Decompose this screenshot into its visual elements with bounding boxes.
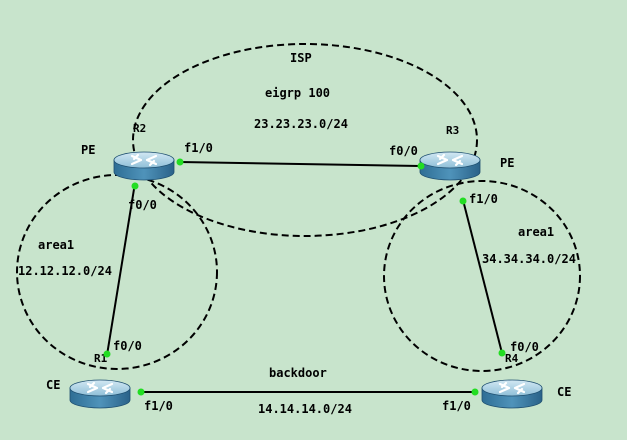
left-subnet-label: 12.12.12.0/24 xyxy=(18,264,112,278)
port-dot-r4-f0-0[interactable] xyxy=(498,349,506,357)
router-r4-name: R4 xyxy=(505,352,519,365)
right-area-boundary xyxy=(383,180,581,372)
router-r2-name: R2 xyxy=(133,122,146,135)
link-r2-r3[interactable] xyxy=(179,161,421,167)
right-area-label: area1 xyxy=(518,225,554,239)
port-dot-r1-f0-0[interactable] xyxy=(103,350,111,358)
port-dot-r4-f1-0[interactable] xyxy=(471,388,479,396)
router-r3[interactable]: R3 PE xyxy=(418,124,514,182)
port-label-r4-f1-0: f1/0 xyxy=(442,399,471,413)
isp-subnet-label: 23.23.23.0/24 xyxy=(254,117,348,131)
port-label-r4-f0-0: f0/0 xyxy=(510,340,539,354)
router-icon xyxy=(418,150,482,182)
left-area-label: area1 xyxy=(38,238,74,252)
port-dot-r2-f1-0[interactable] xyxy=(176,158,184,166)
right-subnet-label: 34.34.34.0/24 xyxy=(482,252,576,266)
port-dot-r3-f0-0[interactable] xyxy=(417,162,425,170)
port-label-r2-f1-0: f1/0 xyxy=(184,141,213,155)
router-r2[interactable]: R2 PE xyxy=(81,122,176,182)
port-dot-r1-f1-0[interactable] xyxy=(137,388,145,396)
router-r3-name: R3 xyxy=(446,124,459,137)
router-r4[interactable]: R4 CE xyxy=(480,352,571,410)
port-dot-r3-f1-0[interactable] xyxy=(459,197,467,205)
router-r1-role: CE xyxy=(46,378,60,392)
isp-area-boundary xyxy=(132,43,478,237)
link-r3-r4[interactable] xyxy=(462,199,503,354)
port-label-r3-f0-0: f0/0 xyxy=(389,144,418,158)
router-icon xyxy=(480,378,544,410)
link-r2-r1[interactable] xyxy=(106,182,136,356)
backdoor-label: backdoor xyxy=(269,366,327,380)
port-label-r1-f1-0: f1/0 xyxy=(144,399,173,413)
router-r4-role: CE xyxy=(557,385,571,399)
port-dot-r2-f0-0[interactable] xyxy=(131,182,139,190)
port-label-r3-f1-0: f1/0 xyxy=(469,192,498,206)
router-r3-role: PE xyxy=(500,156,514,170)
router-icon xyxy=(112,150,176,182)
port-label-r1-f0-0: f0/0 xyxy=(113,339,142,353)
router-icon xyxy=(68,378,132,410)
router-r2-role: PE xyxy=(81,143,95,157)
isp-label: ISP xyxy=(290,51,312,65)
backdoor-subnet-label: 14.14.14.0/24 xyxy=(258,402,352,416)
port-label-r2-f0-0: f0/0 xyxy=(128,198,157,212)
isp-protocol-label: eigrp 100 xyxy=(265,86,330,100)
